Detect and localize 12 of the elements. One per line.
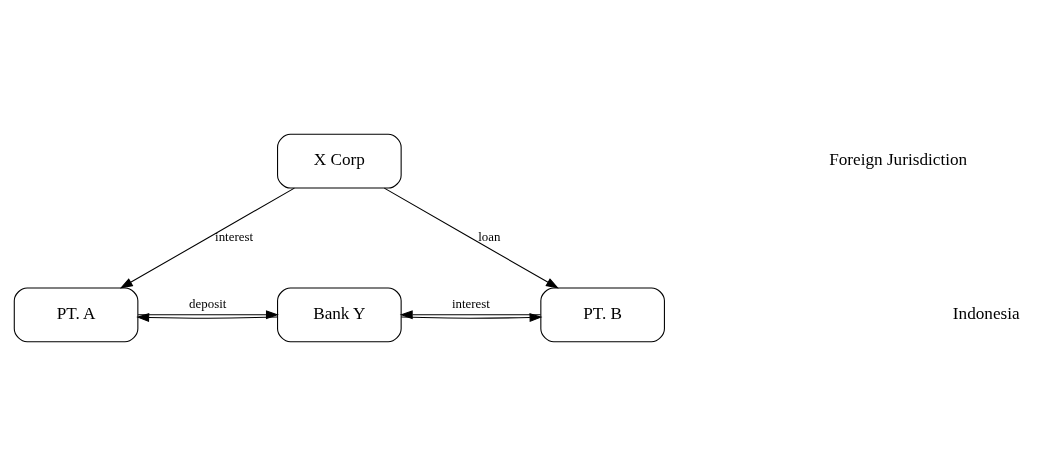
node-box: Bank Y xyxy=(277,286,402,342)
arrow xyxy=(383,187,559,289)
label: Indonesia xyxy=(952,303,1020,323)
edge-label: deposit xyxy=(189,296,227,311)
node-box: PT. A xyxy=(13,286,139,342)
node-box: PT. B xyxy=(540,286,665,342)
edge-label: interest xyxy=(452,296,490,311)
arrow xyxy=(119,187,295,289)
edge-label: loan xyxy=(478,229,501,244)
node-box: X Corp xyxy=(277,133,402,189)
label: Foreign Jurisdiction xyxy=(829,149,968,169)
edge-label: interest xyxy=(215,229,253,244)
